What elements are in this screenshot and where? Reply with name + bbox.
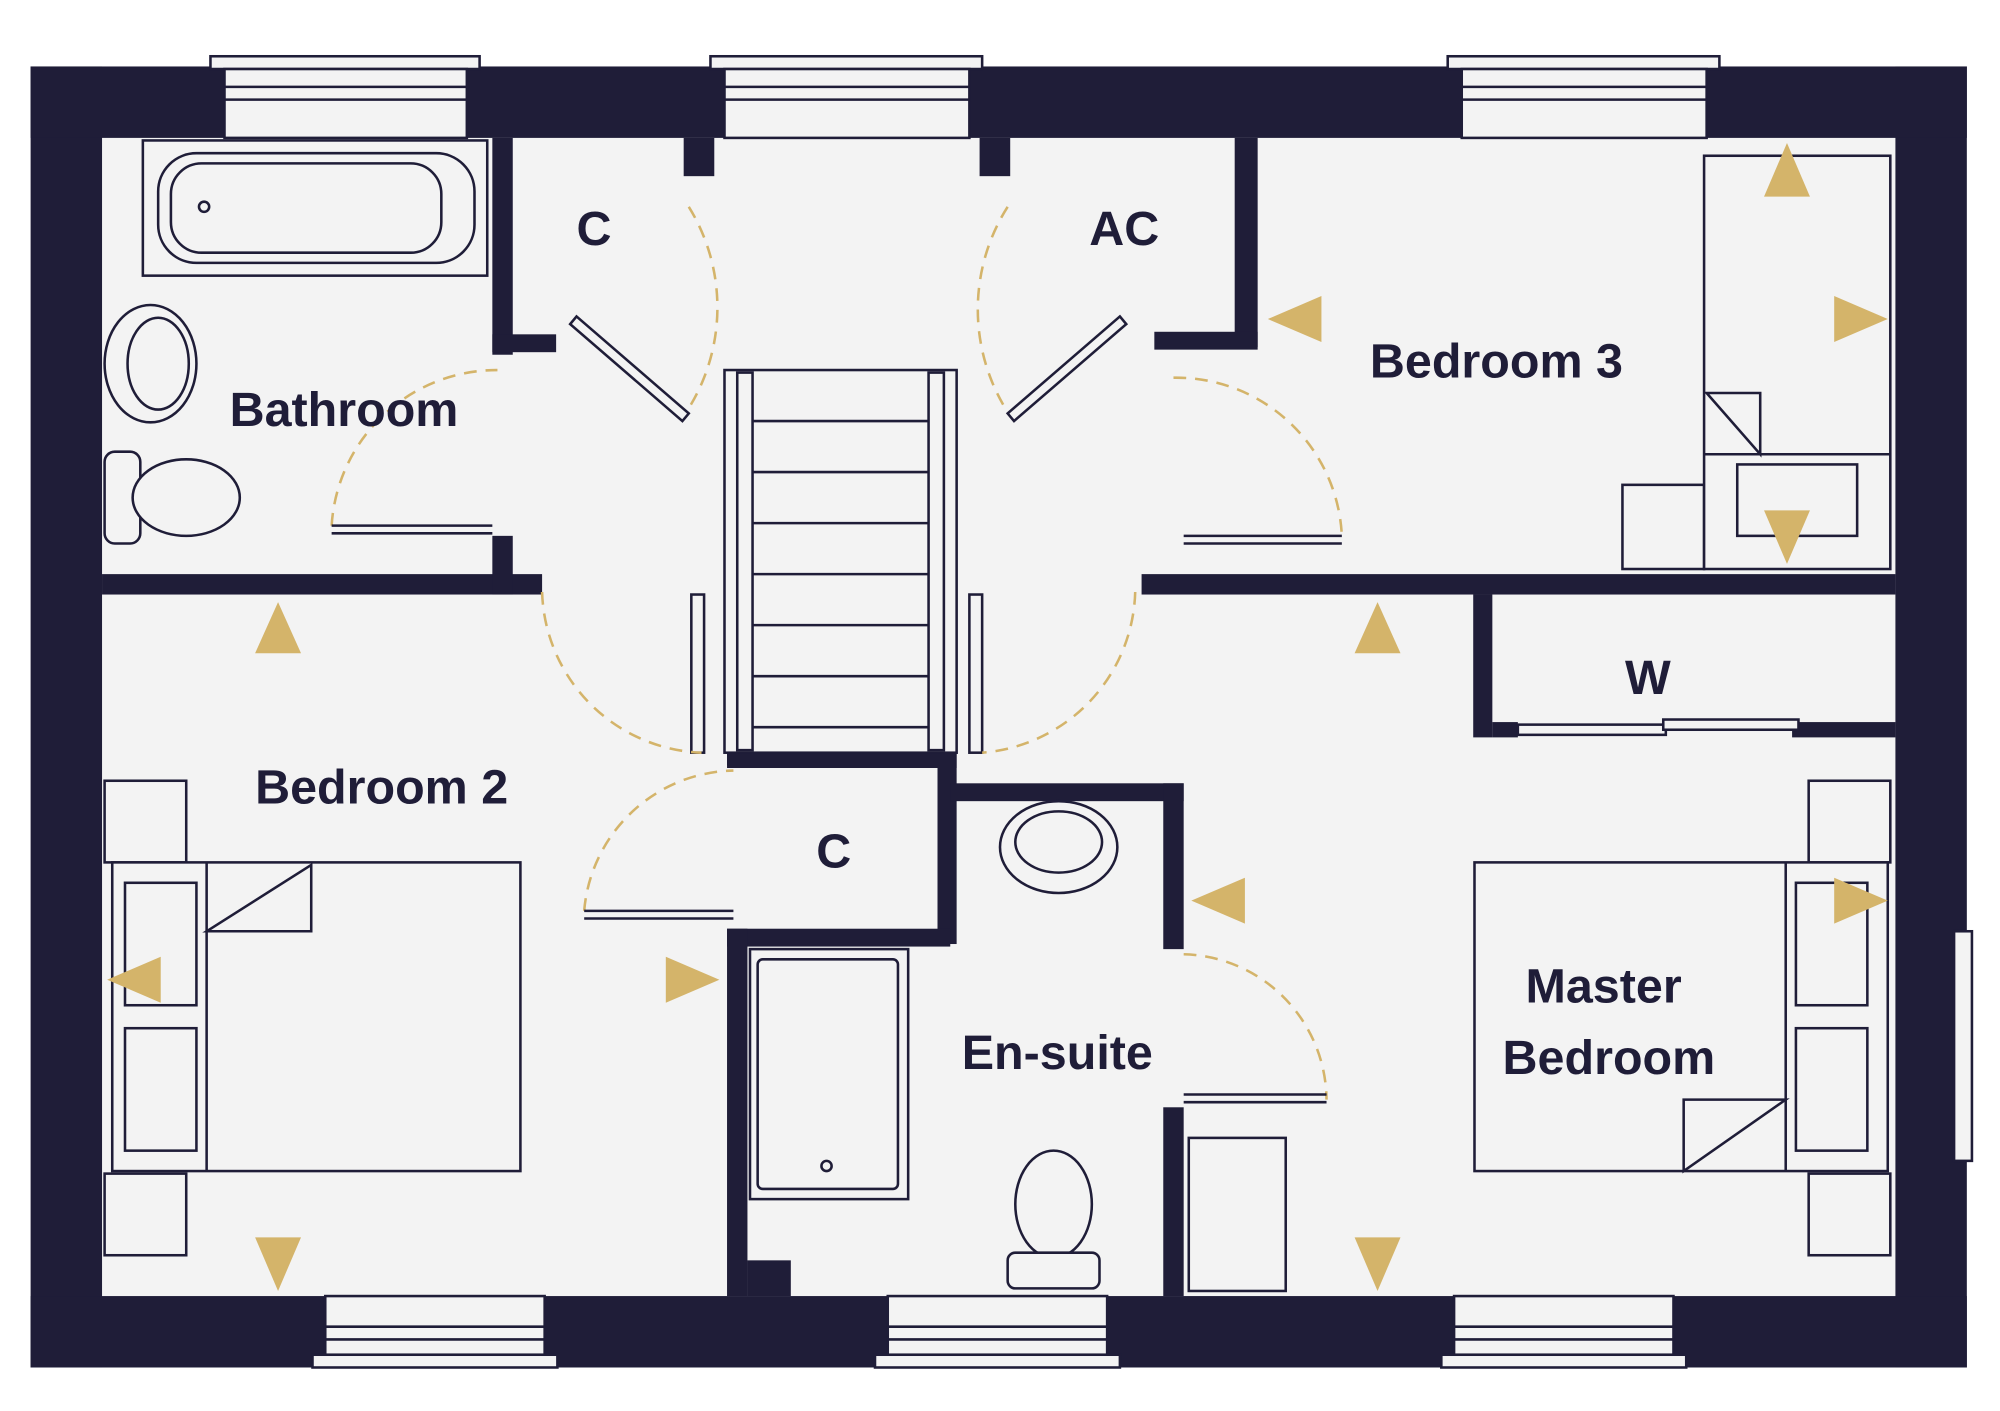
- arrow-up-icon: [1354, 602, 1401, 654]
- room-label-cupboard-landing: C: [816, 824, 851, 878]
- arrow-up-icon: [255, 602, 302, 654]
- arrow-up-icon: [1764, 143, 1810, 197]
- room-label-cupboard: C: [577, 202, 612, 256]
- doors: [330, 206, 1344, 1104]
- arrow-left-icon: [1191, 877, 1245, 924]
- room-label-wardrobe: W: [1625, 651, 1671, 705]
- staircase: [690, 368, 984, 754]
- ensuite-basin: [998, 799, 1119, 895]
- arrow-left-icon: [1267, 296, 1322, 342]
- room-label-master-line2: Bedroom: [1503, 1031, 1716, 1085]
- room-label-master-line1: Master: [1526, 960, 1682, 1014]
- windows: [209, 54, 1974, 1369]
- bathtub: [141, 139, 489, 277]
- bathroom-basin: [103, 303, 198, 424]
- ensuite-toilet: [1006, 1149, 1101, 1290]
- room-label-en-suite: En-suite: [962, 1026, 1153, 1080]
- window-top-landing: [709, 54, 984, 140]
- window-bottom-ensuite: [873, 1294, 1122, 1369]
- arrow-right-icon: [665, 956, 720, 1003]
- shower-tray: [748, 947, 910, 1201]
- room-label-bathroom: Bathroom: [230, 383, 459, 437]
- room-label-bedroom-2: Bedroom 2: [255, 761, 508, 815]
- arrow-down-icon: [1354, 1237, 1401, 1291]
- arrow-down-icon: [255, 1237, 302, 1291]
- dimension-arrows: [107, 143, 1888, 1291]
- arrow-right-icon: [1834, 877, 1888, 924]
- ensuite-unit: [1187, 1136, 1287, 1293]
- room-label-airing-cupboard: AC: [1089, 202, 1159, 256]
- bed-bedroom2: [103, 779, 522, 1257]
- arrow-left-icon: [107, 956, 161, 1003]
- bathroom-toilet: [103, 450, 242, 545]
- window-top-bedroom3: [1446, 54, 1721, 140]
- window-bottom-master: [1440, 1294, 1688, 1369]
- arrow-right-icon: [1834, 296, 1888, 342]
- window-top-bathroom: [209, 54, 481, 140]
- window-right-master: [1952, 929, 1974, 1163]
- arrow-down-icon: [1764, 510, 1810, 564]
- wardrobe-doors: [1516, 718, 1800, 737]
- bed-bedroom3: [1621, 154, 1892, 571]
- bed-master: [1473, 779, 1892, 1257]
- room-label-bedroom-3: Bedroom 3: [1370, 335, 1623, 389]
- window-bottom-bedroom2: [311, 1294, 559, 1369]
